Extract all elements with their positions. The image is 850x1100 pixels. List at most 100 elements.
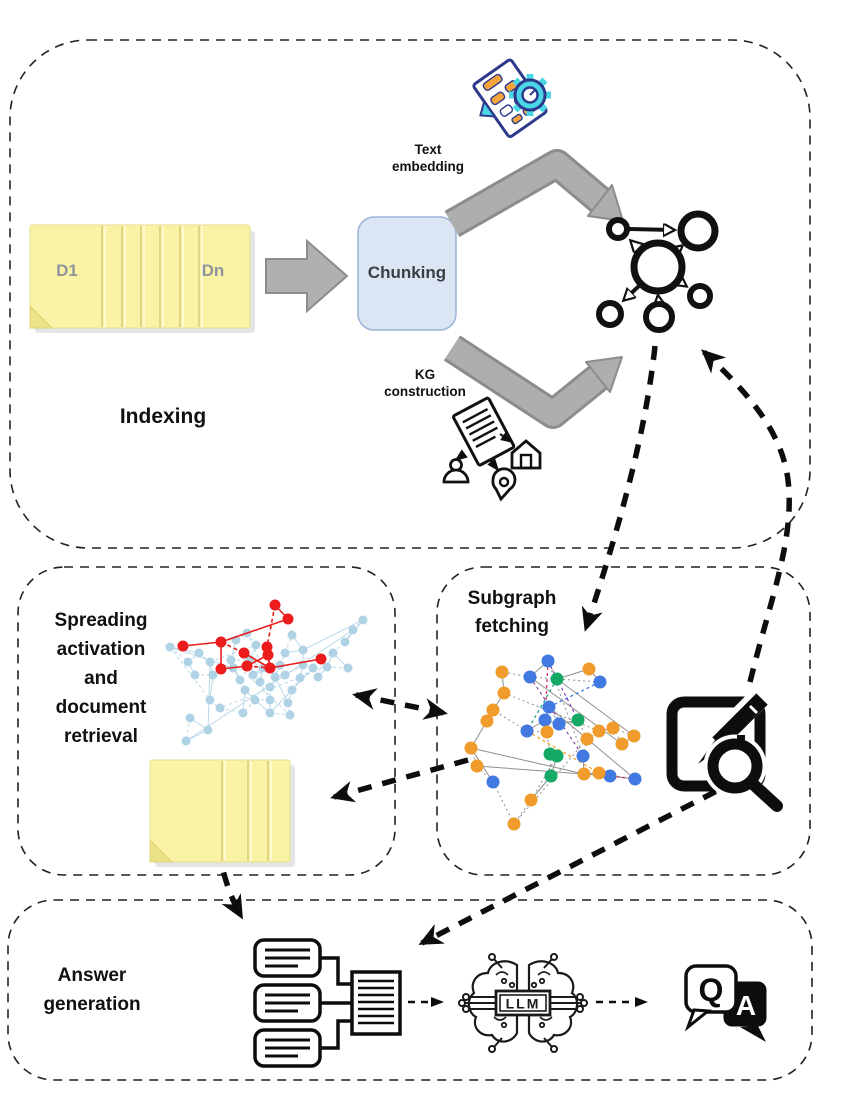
llm-label: LLM bbox=[506, 996, 541, 1012]
graph-node bbox=[190, 670, 200, 680]
graph-node bbox=[592, 724, 606, 738]
graph-edge bbox=[526, 730, 600, 774]
graph-node bbox=[215, 636, 227, 648]
graph-node bbox=[592, 766, 606, 780]
doc-first-label: D1 bbox=[56, 261, 78, 280]
label-line: construction bbox=[384, 384, 466, 399]
label-line: generation bbox=[43, 994, 141, 1015]
graph-node bbox=[177, 640, 189, 652]
graph-node bbox=[215, 663, 227, 675]
document-gear-icon bbox=[472, 58, 551, 139]
graph-node bbox=[194, 648, 204, 658]
arrow-kg-to-subgraph bbox=[581, 345, 658, 632]
answer-generation-box bbox=[7, 899, 813, 1081]
question-answer-icon: Q A bbox=[684, 964, 770, 1042]
graph-node bbox=[507, 817, 521, 831]
graph-edge bbox=[529, 676, 623, 745]
graph-node bbox=[322, 662, 332, 672]
graph-edge bbox=[269, 658, 322, 669]
llm-brain-icon: LLM bbox=[458, 953, 588, 1053]
graph-node bbox=[238, 708, 248, 718]
graph-node bbox=[486, 775, 500, 789]
label-line: KG bbox=[414, 367, 436, 382]
graph-edge bbox=[577, 719, 588, 740]
graph-node bbox=[580, 732, 594, 746]
graph-node bbox=[313, 672, 323, 682]
arrow-query-to-kg bbox=[701, 349, 792, 683]
graph-node bbox=[470, 759, 484, 773]
graph-node bbox=[280, 648, 290, 658]
arrow-query-to-context bbox=[418, 777, 740, 946]
arrow-docs-to-chunking bbox=[265, 238, 349, 314]
graph-node bbox=[226, 655, 236, 665]
graph-edge bbox=[612, 727, 635, 737]
subgraph-network-icon bbox=[464, 654, 642, 831]
graph-node bbox=[343, 663, 353, 673]
graph-edge bbox=[274, 676, 289, 704]
graph-node bbox=[238, 647, 250, 659]
graph-node bbox=[606, 721, 620, 735]
label-line: embedding bbox=[391, 159, 464, 174]
label-line: retrieval bbox=[64, 726, 138, 747]
graph-node bbox=[264, 662, 276, 674]
graph-node bbox=[240, 685, 250, 695]
graph-node bbox=[262, 649, 274, 661]
graph-node bbox=[328, 648, 338, 658]
graph-node bbox=[261, 641, 273, 653]
graph-edge bbox=[529, 676, 584, 757]
graph-node bbox=[582, 662, 596, 676]
context-merge-icon bbox=[253, 938, 402, 1068]
subgraph-fetching-label: Subgraph fetching bbox=[432, 585, 592, 641]
graph-edge bbox=[547, 660, 579, 721]
label-line: activation bbox=[56, 639, 146, 660]
graph-node bbox=[205, 657, 215, 667]
chunking-node bbox=[357, 216, 457, 331]
graph-node bbox=[280, 670, 290, 680]
graph-node bbox=[358, 615, 368, 625]
graph-edge bbox=[219, 666, 328, 709]
graph-node bbox=[265, 682, 275, 692]
graph-edge bbox=[476, 765, 494, 783]
retrieved-documents-icon bbox=[149, 759, 295, 867]
graph-node bbox=[480, 714, 494, 728]
graph-node bbox=[523, 670, 537, 684]
graph-node bbox=[497, 686, 511, 700]
graph-edge bbox=[526, 678, 558, 732]
graph-node bbox=[269, 599, 281, 611]
graph-edge bbox=[169, 646, 211, 701]
graph-edge bbox=[266, 604, 276, 648]
graph-node bbox=[315, 653, 327, 665]
label-line: Text bbox=[414, 142, 442, 157]
graph-edge bbox=[302, 619, 364, 651]
graph-node bbox=[486, 703, 500, 717]
graph-node bbox=[538, 713, 552, 727]
activation-network-icon bbox=[165, 599, 368, 746]
q-letter: Q bbox=[699, 972, 724, 1008]
graph-node bbox=[464, 741, 478, 755]
label-line: Subgraph bbox=[467, 588, 557, 609]
graph-node bbox=[241, 660, 253, 672]
entity-extraction-icon bbox=[442, 396, 542, 502]
graph-node bbox=[287, 685, 297, 695]
graph-edge bbox=[182, 641, 222, 647]
graph-node bbox=[287, 630, 297, 640]
question-bubble bbox=[684, 964, 738, 1032]
answer-generation-label: Answer generation bbox=[12, 961, 172, 1019]
graph-edge bbox=[492, 709, 528, 732]
graph-edge bbox=[549, 753, 552, 777]
label-line: fetching bbox=[475, 616, 549, 637]
knowledge-graph-icon bbox=[596, 210, 719, 333]
graph-node bbox=[250, 695, 260, 705]
doc-last-label: Dn bbox=[201, 261, 225, 280]
gear-icon bbox=[509, 74, 551, 116]
query-edit-search-icon bbox=[666, 689, 783, 812]
graph-edge bbox=[470, 747, 585, 775]
kg-construction-label: KG construction bbox=[365, 366, 485, 400]
graph-node bbox=[251, 640, 261, 650]
graph-edge bbox=[230, 659, 291, 716]
graph-node bbox=[165, 642, 175, 652]
graph-edge bbox=[556, 678, 601, 683]
graph-node bbox=[603, 769, 617, 783]
